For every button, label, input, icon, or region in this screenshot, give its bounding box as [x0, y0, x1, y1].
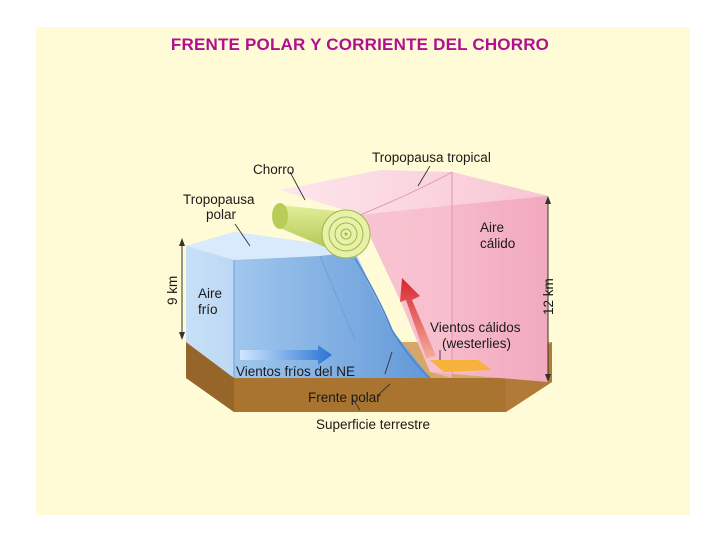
- label-vientos-calidos-1: Vientos cálidos: [430, 320, 521, 335]
- leader-lines: [234, 165, 441, 411]
- label-altura-polar: 9 km: [165, 276, 180, 305]
- label-aire-frio-1: Aire: [198, 286, 222, 301]
- warm-wind-arrow: [400, 278, 436, 360]
- label-tropopausa-tropical: Tropopausa tropical: [372, 150, 491, 165]
- label-tropopausa-polar-2: polar: [206, 207, 237, 222]
- page-title: FRENTE POLAR Y CORRIENTE DEL CHORRO: [170, 35, 550, 54]
- label-superficie: Superficie terrestre: [316, 417, 430, 432]
- label-aire-calido-2: cálido: [480, 236, 515, 251]
- label-altura-tropical: 12 km: [541, 278, 556, 315]
- label-frente-polar: Frente polar: [308, 390, 381, 405]
- label-aire-frio-2: frío: [198, 302, 218, 317]
- label-tropopausa-polar-1: Tropopausa: [183, 192, 255, 207]
- jet-stream-cylinder: [272, 203, 371, 259]
- label-vientos-frios: Vientos fríos del NE: [236, 364, 355, 379]
- warm-surface-patch: [430, 360, 492, 372]
- height-line-tropical: [545, 196, 551, 382]
- height-line-polar: [179, 238, 185, 340]
- warm-air-block: [280, 170, 548, 382]
- cold-wind-arrow: [240, 345, 332, 365]
- label-chorro: Chorro: [253, 162, 294, 177]
- label-vientos-calidos-2: (westerlies): [442, 336, 511, 351]
- cold-air-block: [186, 232, 431, 379]
- label-aire-calido-1: Aire: [480, 220, 504, 235]
